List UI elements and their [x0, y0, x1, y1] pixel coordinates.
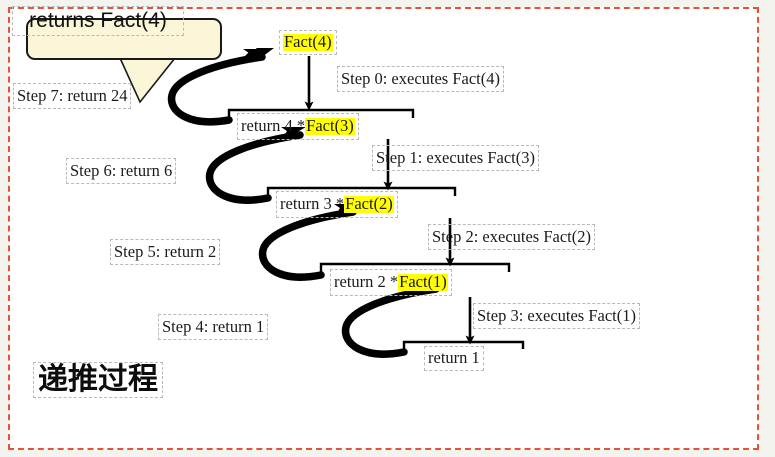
callout-bubble — [26, 18, 222, 60]
step-label-executes-1: Step 1: executes Fact(3) — [372, 145, 539, 171]
step-label-executes-0: Step 0: executes Fact(4) — [337, 66, 504, 92]
node-return3-text: return 3 * — [280, 194, 345, 214]
node-fact4: Fact(4) — [279, 30, 337, 55]
node-return4-highlight: Fact(3) — [305, 116, 355, 136]
step-label-executes-3: Step 3: executes Fact(1) — [473, 303, 640, 329]
node-return4-text: return 4 * — [241, 116, 306, 136]
section-heading-cn: 递推过程 — [33, 362, 163, 399]
node-return2: return 2 * Fact(1) — [330, 269, 452, 296]
node-fact4-highlight: Fact(4) — [283, 32, 333, 52]
node-return4: return 4 * Fact(3) — [237, 113, 359, 140]
node-return1-text: return 1 — [428, 348, 480, 368]
step-label-return-5: Step 5: return 2 — [110, 239, 221, 265]
node-return2-text: return 2 * — [334, 272, 399, 292]
node-return3-highlight: Fact(2) — [344, 194, 394, 214]
step-label-executes-2: Step 2: executes Fact(2) — [428, 224, 595, 250]
callout-text: returns Fact(4) — [12, 6, 184, 36]
step-label-return-7: Step 7: return 24 — [13, 83, 132, 109]
node-return3: return 3 * Fact(2) — [276, 191, 398, 218]
node-return2-highlight: Fact(1) — [398, 272, 448, 292]
step-label-return-4: Step 4: return 1 — [158, 314, 269, 340]
node-return1: return 1 — [424, 346, 484, 371]
step-label-return-6: Step 6: return 6 — [66, 158, 177, 184]
